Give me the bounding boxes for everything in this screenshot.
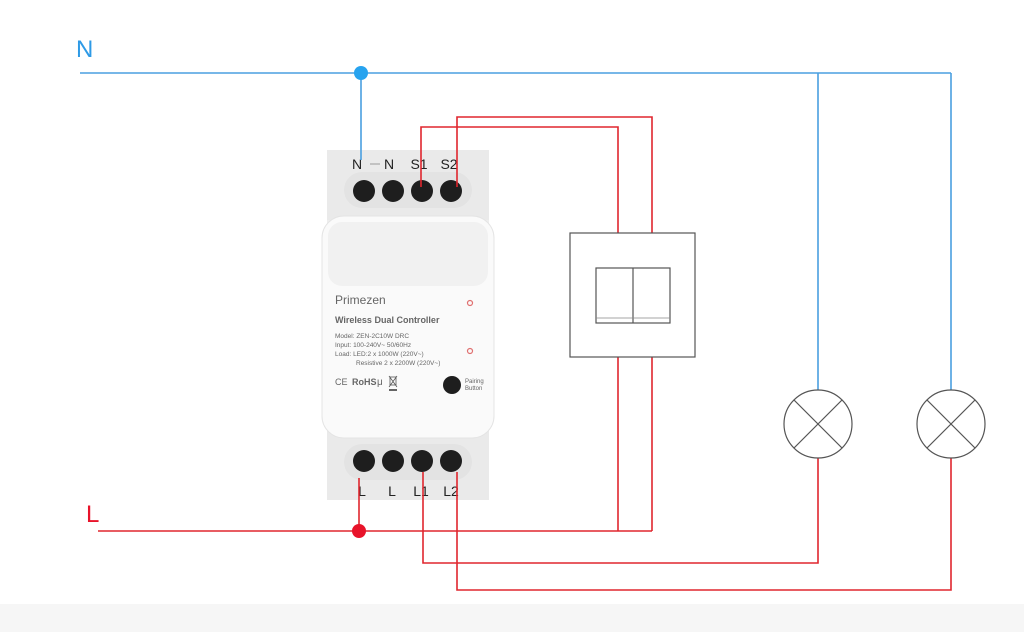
terminal-screw (382, 180, 404, 202)
terminal-screw (440, 450, 462, 472)
status-led (466, 347, 474, 355)
live-junction (352, 524, 366, 538)
ce-mark: CE (335, 377, 348, 387)
terminal-screw (353, 180, 375, 202)
pairing-button-label: Pairing (465, 379, 484, 385)
lamp-2-cross (926, 399, 976, 449)
double-wall-switch (569, 232, 696, 358)
lightning-icon: μ (377, 377, 383, 388)
terminal-screw (411, 450, 433, 472)
terminal-label-bottom: L (358, 483, 366, 499)
rohs-mark: RoHS (352, 377, 377, 387)
l2-to-lamp2-wire (456, 457, 952, 591)
terminal-screw (440, 180, 462, 202)
s1-to-switch-wire (420, 126, 619, 233)
device-spec: Input: 100-240V~ 50/60Hz (335, 342, 411, 349)
bottom-terminals (353, 450, 462, 472)
brand-logo: Primezen (335, 293, 386, 307)
bottom-terminal-strip (344, 444, 472, 480)
lamp-1-cross (793, 399, 843, 449)
l1-to-lamp1-wire (422, 457, 819, 564)
pairing-button[interactable] (443, 376, 461, 394)
device-title: Wireless Dual Controller (335, 315, 440, 325)
terminal-label-bottom: L2 (443, 483, 459, 499)
device-spec: Model: ZEN-2C10W DRC (335, 333, 409, 340)
lamp-1 (783, 389, 853, 459)
neutral-wires (80, 72, 952, 390)
footer-band (0, 604, 1024, 632)
terminal-label-bottom: L1 (413, 483, 429, 499)
terminal-label-top: N (384, 156, 394, 172)
device-window (328, 222, 488, 286)
lamp-2 (916, 389, 986, 459)
device-spec: Load: LED:2 x 1000W (220V~) (335, 351, 424, 358)
live-label: L (86, 501, 99, 528)
device-spec: Resistive 2 x 2200W (220V~) (356, 360, 440, 367)
live-wires (98, 116, 952, 591)
weee-bin-icon (388, 375, 398, 391)
controller-device (321, 150, 495, 500)
terminal-label-bottom: L (388, 483, 396, 499)
terminal-screw (353, 450, 375, 472)
terminal-label-top: S1 (410, 156, 427, 172)
terminal-screw (382, 450, 404, 472)
terminal-label-top: N (352, 156, 362, 172)
terminal-screw (411, 180, 433, 202)
terminal-label-top: S2 (440, 156, 457, 172)
top-terminal-strip (344, 172, 472, 208)
s2-to-switch-wire (456, 116, 653, 233)
status-led (466, 299, 474, 307)
pairing-button-label: Button (465, 386, 482, 392)
neutral-label: N (76, 36, 93, 63)
neutral-junction (354, 66, 368, 80)
